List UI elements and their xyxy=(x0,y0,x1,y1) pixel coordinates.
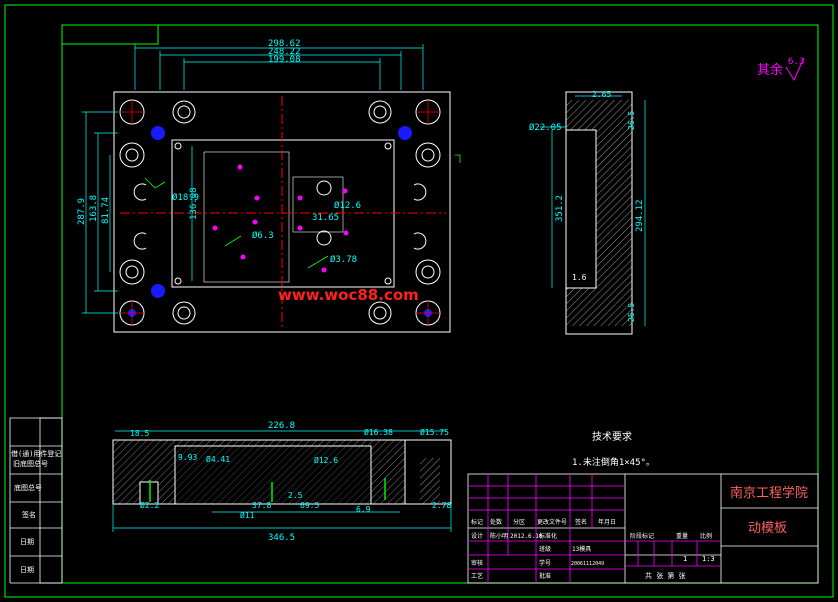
tb-sheets: 共 张 第 张 xyxy=(645,571,686,580)
tb-h-3: 分区 xyxy=(513,518,525,526)
title-block xyxy=(467,473,819,584)
stamp-6: 日期 xyxy=(20,566,34,574)
stamp-5: 日期 xyxy=(20,538,34,546)
outer-frame xyxy=(4,4,834,598)
tb-stage: 阶段标记 xyxy=(630,532,654,540)
tb-extra-2: 学号 xyxy=(539,559,551,567)
tb-h-5: 签名 xyxy=(575,518,587,526)
hole-label-3: 31.65 xyxy=(312,213,339,223)
dim-height-4: 136.08 xyxy=(189,187,199,220)
tb-design-1: 设计 xyxy=(471,532,483,540)
dim-width-2: 248.22 xyxy=(268,47,301,57)
side-dim-1: Ø22.05 xyxy=(529,122,562,133)
side-dim-3: 294.12 xyxy=(635,199,645,232)
tb-process: 工艺 xyxy=(471,572,483,580)
bottom-label-13: 2.78 xyxy=(432,501,451,510)
bottom-label-5: Ø16.38 xyxy=(364,427,393,437)
dim-width-1: 298.62 xyxy=(268,39,301,49)
bottom-view: 226.8 346.5 18.5 9.93 Ø4.41 Ø12.6 Ø16.38… xyxy=(112,421,452,543)
school-name: 南京工程学院 xyxy=(730,485,808,501)
watermark: www.woc88.com xyxy=(278,286,419,304)
top-view: 298.62 248.22 199.08 287.9 163.8 81.74 1… xyxy=(77,39,461,333)
tb-review: 审核 xyxy=(471,559,483,567)
part-name: 动模板 xyxy=(748,521,787,536)
tb-class-value: 13模具 xyxy=(572,545,591,553)
frame-corner-mark xyxy=(62,25,159,45)
dim-height-3: 81.74 xyxy=(101,197,111,224)
tb-h-4: 更改文件号 xyxy=(537,518,567,526)
hole-label-2: Ø12.6 xyxy=(334,200,361,211)
tb-approve: 批准 xyxy=(539,572,551,580)
side-corner-label: 1.6 xyxy=(572,273,587,282)
tb-weight: 重量 xyxy=(676,532,688,540)
left-stamp xyxy=(9,417,63,584)
bottom-label-1: 18.5 xyxy=(130,429,149,438)
tech-title: 技术要求 xyxy=(592,430,632,443)
bottom-label-9: 2.5 xyxy=(288,491,303,500)
bottom-label-3: Ø4.41 xyxy=(206,454,230,464)
side-dim-right-1: 26.5 xyxy=(627,111,636,130)
side-dim-2: 351.2 xyxy=(555,195,565,222)
side-dim-top: 2.65 xyxy=(592,90,611,99)
hole-label-4: Ø6.3 xyxy=(252,230,274,241)
tb-scale: 1:3 xyxy=(702,555,715,563)
bottom-label-4: Ø12.6 xyxy=(314,455,338,465)
bottom-label-10: 69.5 xyxy=(300,501,319,510)
dim-height-2: 163.8 xyxy=(89,195,99,222)
bottom-label-12: Ø2.2 xyxy=(140,500,159,510)
tb-design-2: 陈小明 xyxy=(490,532,508,540)
side-view: 2.65 Ø22.05 351.2 294.12 26.5 25.5 1.6 xyxy=(529,90,646,335)
tb-design-3: 2012.6.10 xyxy=(510,533,543,540)
bottom-label-7: 37.8 xyxy=(252,501,271,510)
tb-qty: 1 xyxy=(683,555,687,563)
inner-frame xyxy=(61,24,819,584)
tech-item: 1.未注倒角1×45°。 xyxy=(572,456,655,468)
bottom-label-6: Ø15.75 xyxy=(420,427,449,437)
bottom-dim-length: 346.5 xyxy=(268,533,295,543)
stamp-1: 借(通)用件登记 xyxy=(11,449,61,458)
roughness-symbol: 其余 6.3 xyxy=(757,57,805,82)
stamp-3: 底图总号 xyxy=(14,483,42,492)
dim-width-3: 199.08 xyxy=(268,55,301,65)
hole-label-1: Ø18.9 xyxy=(172,192,199,203)
tb-h-6: 年月日 xyxy=(598,518,616,526)
tb-design-4: 标准化 xyxy=(539,532,557,540)
bottom-label-11: 6.9 xyxy=(356,505,371,514)
tb-student-no: 20061112049 xyxy=(571,561,604,567)
side-dim-right-2: 25.5 xyxy=(627,303,636,322)
bottom-label-2: 9.93 xyxy=(178,453,197,462)
stamp-2: 旧底图总号 xyxy=(13,459,48,468)
roughness-label: 其余 xyxy=(757,62,783,78)
bottom-label-8: Ø11 xyxy=(240,510,255,520)
hole-label-5: Ø3.78 xyxy=(330,254,357,265)
dim-height-1: 287.9 xyxy=(77,198,87,225)
tb-extra-1: 班级 xyxy=(539,545,551,553)
tb-h-1: 标记 xyxy=(471,518,483,526)
stamp-4: 签名 xyxy=(22,510,36,519)
top-plate-outline xyxy=(113,91,451,333)
bottom-dim-overall: 226.8 xyxy=(268,421,295,431)
roughness-value: 6.3 xyxy=(788,57,804,67)
tb-h-2: 处数 xyxy=(490,518,502,526)
tb-scale-label: 比例 xyxy=(700,532,712,540)
